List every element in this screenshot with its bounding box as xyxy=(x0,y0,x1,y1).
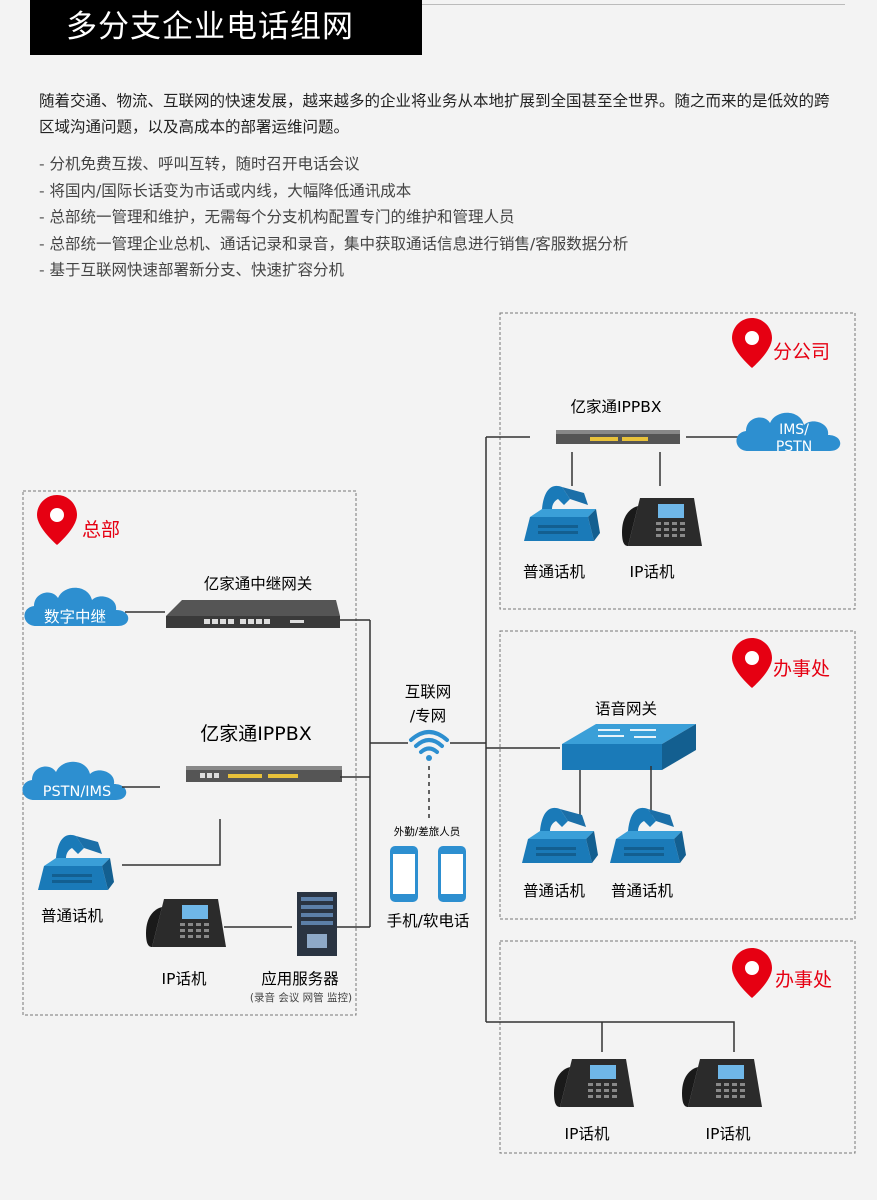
trunk-gateway-icon xyxy=(166,600,340,628)
branch-zone xyxy=(499,312,856,610)
feature-item: 分机免费互拨、呼叫互转，随时召开电话会议 xyxy=(39,151,839,178)
branch-location-icon xyxy=(732,318,772,368)
hq-ippbx-label: 亿家通IPPBX xyxy=(200,723,312,745)
feature-item: 总部统一管理企业总机、通话记录和录音，集中获取通话信息进行销售/客服数据分析 xyxy=(39,231,839,258)
feature-item: 将国内/国际长话变为市话或内线，大幅降低通讯成本 xyxy=(39,178,839,205)
app-server-icon xyxy=(297,892,337,956)
hq-analog-phone-label: 普通话机 xyxy=(41,907,104,925)
app-server-note: (录音 会议 网管 监控) xyxy=(250,991,352,1004)
voice-gateway-icon xyxy=(562,724,696,770)
hq-zone xyxy=(22,490,357,1016)
branch-analog-phone-label: 普通话机 xyxy=(523,563,586,581)
branch-ippbx-label: 亿家通IPPBX xyxy=(570,398,661,416)
hq-ip-phone-icon xyxy=(146,899,226,947)
branch-name: 分公司 xyxy=(773,341,830,363)
office1-zone xyxy=(499,630,856,920)
hq-ippbx-icon xyxy=(186,766,342,782)
hq-analog-phone-icon xyxy=(38,834,114,890)
network-label-line1: 互联网 xyxy=(405,683,452,701)
office2-phone1-icon xyxy=(554,1059,634,1107)
office1-phone2-label: 普通话机 xyxy=(611,882,674,900)
hq-name: 总部 xyxy=(82,519,120,541)
office2-zone xyxy=(499,940,856,1154)
branch-cloud-line1: IMS/ xyxy=(779,422,809,438)
trunk-gateway-label: 亿家通中继网关 xyxy=(204,575,313,593)
branch-ippbx-icon xyxy=(556,430,680,444)
wifi-icon xyxy=(409,730,449,761)
hq-location-icon xyxy=(37,495,77,545)
office1-phone1-icon xyxy=(522,807,598,863)
network-label-line2: /专网 xyxy=(410,707,446,725)
office1-phone1-label: 普通话机 xyxy=(523,882,586,900)
voice-gateway-label: 语音网关 xyxy=(595,700,657,718)
hq-ip-phone-label: IP话机 xyxy=(162,970,207,988)
intro-text: 随着交通、物流、互联网的快速发展，越来越多的企业将业务从本地扩展到全国甚至全世界… xyxy=(39,92,830,136)
office2-phone2-label: IP话机 xyxy=(706,1125,751,1143)
office1-name: 办事处 xyxy=(773,658,830,680)
branch-cloud-line2: PSTN xyxy=(776,439,812,455)
mobile-label: 手机/软电话 xyxy=(387,912,470,930)
office2-name: 办事处 xyxy=(775,969,832,991)
branch-ip-phone-icon xyxy=(622,498,702,546)
feature-list: 分机免费互拨、呼叫互转，随时召开电话会议 将国内/国际长话变为市话或内线，大幅降… xyxy=(39,151,839,284)
branch-ip-phone-label: IP话机 xyxy=(630,563,675,581)
office1-phone2-icon xyxy=(610,807,686,863)
branch-analog-phone-icon xyxy=(524,485,600,541)
mobile-phone-icon xyxy=(390,846,466,902)
office1-location-icon xyxy=(732,638,772,688)
digital-trunk-label: 数字中继 xyxy=(44,608,106,626)
pstn-ims-label: PSTN/IMS xyxy=(43,784,112,800)
mobile-note: 外勤/差旅人员 xyxy=(394,825,461,838)
office2-phone2-icon xyxy=(682,1059,762,1107)
title-rule xyxy=(422,4,845,5)
app-server-label: 应用服务器 xyxy=(261,969,339,988)
office2-phone1-label: IP话机 xyxy=(565,1125,610,1143)
feature-item: 总部统一管理和维护，无需每个分支机构配置专门的维护和管理人员 xyxy=(39,204,839,231)
page-title: 多分支企业电话组网 xyxy=(30,0,422,55)
feature-item: 基于互联网快速部署新分支、快速扩容分机 xyxy=(39,257,839,284)
office2-location-icon xyxy=(732,948,772,998)
